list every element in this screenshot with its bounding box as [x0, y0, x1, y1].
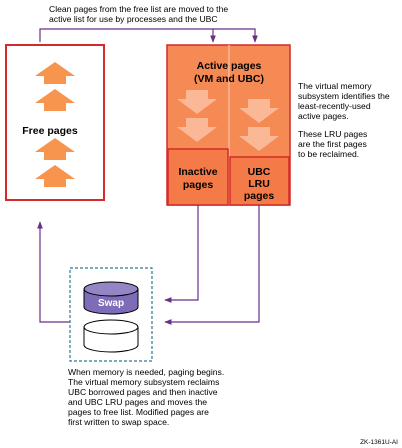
- down-arrow-icon: [239, 127, 279, 151]
- active-down-arrows: [177, 90, 279, 151]
- up-arrow-icon: [35, 165, 75, 187]
- free-pages-box: Free pages: [5, 44, 105, 201]
- right-note-line: These LRU pages: [298, 129, 367, 139]
- bottom-note-line: and UBC LRU pages and moves the: [68, 397, 207, 407]
- up-arrow-icon: [35, 138, 75, 160]
- ubc-lru-line2: LRU: [248, 178, 270, 190]
- bottom-note: When memory is needed, paging begins. Th…: [68, 367, 224, 427]
- free-to-active-connector: [39, 28, 258, 43]
- active-pages-title-line2: (VM and UBC): [194, 73, 264, 85]
- down-arrow-icon: [239, 99, 279, 123]
- right-note-line: to be reclaimed.: [298, 149, 359, 159]
- up-arrow-icon: [35, 62, 75, 84]
- right-note-line: active pages.: [298, 111, 349, 121]
- right-note-line: least-recently-used: [298, 101, 371, 111]
- right-note: The virtual memory subsystem identifies …: [298, 81, 390, 159]
- ubc-lru-pages-box: UBC LRU pages: [229, 156, 290, 206]
- swap-disk-icon: [83, 281, 139, 315]
- top-caption-line1: Clean pages from the free list are moved…: [49, 4, 228, 14]
- bottom-note-line: pages to free list. Modified pages are: [68, 407, 209, 417]
- inactive-pages-line1: Inactive: [178, 166, 217, 178]
- figure-id: ZK-1361U-AI: [360, 439, 398, 446]
- bottom-note-line: When memory is needed, paging begins.: [68, 367, 224, 377]
- inactive-pages-line2: pages: [183, 179, 214, 191]
- bottom-note-line: The virtual memory subsystem reclaims: [68, 377, 219, 387]
- bottom-note-line: first written to swap space.: [68, 417, 169, 427]
- right-note-line: are the first pages: [298, 139, 367, 149]
- free-page-up-arrows: [35, 62, 75, 187]
- swap-label: Swap: [98, 298, 124, 309]
- top-caption-line2: active list for use by processes and the…: [49, 14, 218, 24]
- reclaim-connectors: [37, 205, 260, 325]
- active-pages-title-line1: Active pages: [197, 60, 262, 72]
- ubc-lru-line3: pages: [244, 190, 275, 202]
- down-arrow-icon: [177, 118, 217, 142]
- right-note-line: The virtual memory: [298, 81, 372, 91]
- storage-box: Swap: [69, 267, 153, 362]
- inactive-pages-box: Inactive pages: [167, 148, 229, 206]
- free-pages-label: Free pages: [22, 125, 78, 137]
- ubc-lru-line1: UBC: [248, 166, 271, 178]
- up-arrow-icon: [35, 89, 75, 111]
- bottom-note-line: UBC borrowed pages and then inactive: [68, 387, 218, 397]
- down-arrow-icon: [177, 90, 217, 114]
- memory-disk-icon: [83, 319, 139, 353]
- right-note-line: subsystem identifies the: [298, 91, 390, 101]
